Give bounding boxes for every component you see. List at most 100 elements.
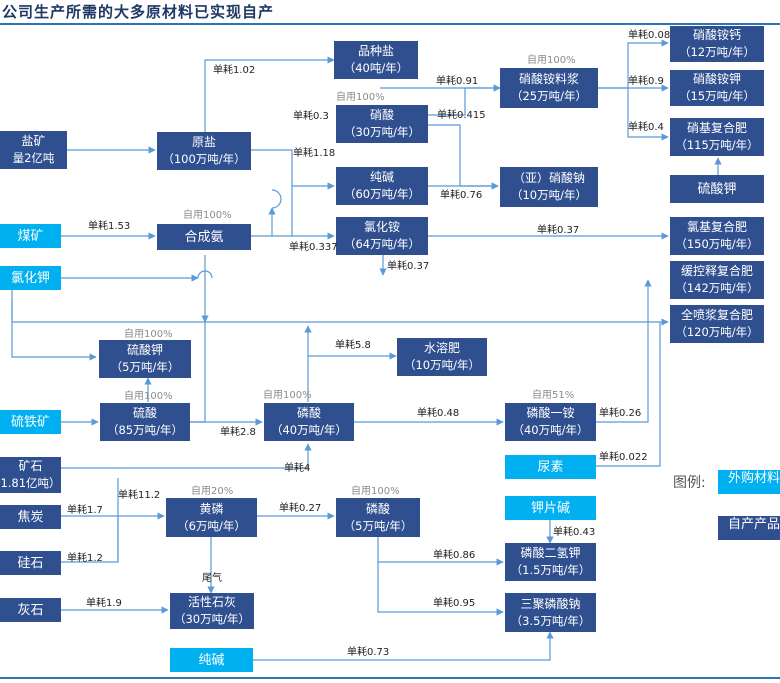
consumption-label: 单耗4 xyxy=(284,463,311,474)
self-use-label: 自用100% xyxy=(124,329,173,340)
node-urea-name: 尿素 xyxy=(537,459,564,475)
node-monoammonium-phosphate: 磷酸一铵 （40万吨/年） xyxy=(505,403,596,441)
node-calcium-ammonium-nitrate: 硝酸铵钙 （12万吨/年） xyxy=(670,26,764,62)
node-active-lime: 活性石灰 （30万吨/年） xyxy=(170,593,254,629)
node-active-lime-name: 活性石灰 xyxy=(187,595,236,609)
node-calcium-ammonium-nitrate-name: 硝酸铵钙 xyxy=(692,28,741,42)
node-silica-name: 硅石 xyxy=(17,555,44,571)
consumption-label: 单耗1.2 xyxy=(67,553,103,564)
consumption-label: 单耗0.37 xyxy=(387,261,430,272)
legend-self-made-label: 自产产品 xyxy=(728,517,780,532)
node-potassium-sulfate-purchased-name: 硫酸钾 xyxy=(697,181,737,197)
node-full-spray-fertilizer-name: 全喷浆复合肥 xyxy=(680,308,753,322)
node-salt-mine-reserve: 量2亿吨 xyxy=(12,151,55,165)
node-monoammonium-phosphate-name: 磷酸一铵 xyxy=(526,406,575,420)
legend-title: 图例: xyxy=(673,475,706,491)
node-full-spray-fertilizer-capacity: （120万吨/年） xyxy=(675,325,759,339)
node-ammonium-chloride-name: 氯化铵 xyxy=(363,220,400,234)
node-ammonium-nitrate-slurry-capacity: （25万吨/年） xyxy=(510,89,587,103)
node-phosphoric-acid-5: 磷酸 （5万吨/年） xyxy=(336,498,420,537)
node-silica: 硅石 xyxy=(0,551,61,575)
node-sodium-tripolyphosphate-name: 三聚磷酸钠 xyxy=(520,596,581,611)
node-sodium-nitrite-name: （亚）硝酸钠 xyxy=(512,171,585,185)
consumption-label: 单耗0.48 xyxy=(417,408,460,419)
node-brand-salt-capacity: （40吨/年） xyxy=(343,61,409,75)
consumption-label: 单耗0.37 xyxy=(537,225,580,236)
consumption-label: 单耗0.76 xyxy=(440,190,483,201)
node-salt-mine-name: 盐矿 xyxy=(21,134,46,148)
self-use-label: 自用100% xyxy=(124,391,173,402)
node-ammonium-potassium-nitrate: 硝酸铵钾 （15万吨/年） xyxy=(670,70,764,106)
node-pyrite: 硫铁矿 xyxy=(0,410,61,434)
consumption-label: 单耗1.53 xyxy=(88,221,131,232)
self-use-label: 自用100% xyxy=(527,55,576,66)
node-ammonium-potassium-nitrate-capacity: （15万吨/年） xyxy=(678,89,755,103)
node-soda-ash-purchased: 纯碱 xyxy=(170,648,253,672)
consumption-label: 单耗0.337 xyxy=(289,242,338,253)
node-synthetic-ammonia: 合成氨 xyxy=(157,224,251,250)
node-potassium-chloride: 氯化钾 xyxy=(0,266,61,290)
node-full-spray-fertilizer: 全喷浆复合肥 （120万吨/年） xyxy=(670,305,764,343)
node-phosphoric-acid-5-capacity: （5万吨/年） xyxy=(343,518,413,533)
node-phosphate-rock-name: 矿石 xyxy=(18,459,43,473)
consumption-label: 单耗1.02 xyxy=(213,65,256,76)
consumption-label: 单耗0.08 xyxy=(628,30,671,41)
node-soda-ash-capacity: （60万吨/年） xyxy=(343,187,420,201)
consumption-label: 单耗0.86 xyxy=(433,550,476,561)
node-monopotassium-phosphate-name: 磷酸二氢钾 xyxy=(520,546,581,560)
node-yellow-phosphorus: 黄磷 （6万吨/年） xyxy=(166,498,257,537)
legend-purchased: 外购材料 xyxy=(718,470,780,494)
node-salt-mine: 盐矿 量2亿吨 xyxy=(0,131,67,169)
node-raw-salt: 原盐 （100万吨/年） xyxy=(157,132,251,170)
node-brand-salt-name: 品种盐 xyxy=(357,44,394,58)
node-sodium-nitrite-capacity: （10万吨/年） xyxy=(510,188,587,202)
node-water-soluble-fertilizer-capacity: （10万吨/年） xyxy=(403,358,480,372)
node-monoammonium-phosphate-capacity: （40万吨/年） xyxy=(512,423,589,437)
consumption-label: 单耗1.18 xyxy=(293,148,336,159)
node-potassium-hydroxide-name: 钾片碱 xyxy=(530,500,570,516)
page-title: 公司生产所需的大多原材料已实现自产 xyxy=(2,3,275,21)
node-ammonium-nitrate-slurry-name: 硝酸铵料浆 xyxy=(518,72,579,86)
consumption-label: 单耗5.8 xyxy=(335,340,371,351)
node-ammonium-potassium-nitrate-name: 硝酸铵钾 xyxy=(692,72,741,86)
node-potassium-sulfate-name: 硫酸钾 xyxy=(126,343,163,357)
node-nitric-acid-capacity: （30万吨/年） xyxy=(343,125,420,139)
node-water-soluble-fertilizer: 水溶肥 （10万吨/年） xyxy=(397,338,487,376)
consumption-label: 单耗11.2 xyxy=(118,490,161,501)
node-potassium-hydroxide: 钾片碱 xyxy=(505,496,596,520)
node-potassium-sulfate-purchased: 硫酸钾 xyxy=(670,175,764,203)
consumption-label: 单耗0.022 xyxy=(599,452,648,463)
consumption-label: 单耗1.7 xyxy=(67,505,103,516)
consumption-label: 单耗0.43 xyxy=(553,527,596,538)
node-potassium-sulfate-capacity: （5万吨/年） xyxy=(110,360,180,374)
self-use-label: 自用100% xyxy=(336,92,385,103)
node-yellow-phosphorus-capacity: （6万吨/年） xyxy=(177,518,246,533)
consumption-label: 单耗0.95 xyxy=(433,598,476,609)
node-ammonium-chloride-capacity: （64万吨/年） xyxy=(343,237,420,251)
node-synthetic-ammonia-name: 合成氨 xyxy=(184,229,224,245)
node-phosphoric-acid-5-name: 磷酸 xyxy=(365,501,390,516)
node-potassium-sulfate: 硫酸钾 （5万吨/年） xyxy=(99,340,191,378)
node-ammonium-nitrate-slurry: 硝酸铵料浆 （25万吨/年） xyxy=(500,68,598,108)
node-pyrite-name: 硫铁矿 xyxy=(10,414,50,430)
node-nitro-compound-fertilizer-capacity: （115万吨/年） xyxy=(675,138,759,152)
node-sulfuric-acid: 硫酸 （85万吨/年） xyxy=(100,403,190,441)
node-phosphoric-acid-40-name: 磷酸 xyxy=(296,406,321,420)
node-active-lime-capacity: （30万吨/年） xyxy=(173,612,250,626)
node-chloro-compound-fertilizer: 氯基复合肥 （150万吨/年） xyxy=(670,217,764,255)
node-coal-mine-name: 煤矿 xyxy=(17,228,44,244)
bottom-divider xyxy=(0,677,780,679)
node-sodium-nitrite: （亚）硝酸钠 （10万吨/年） xyxy=(500,167,598,207)
node-phosphate-rock-reserve: 1.81亿吨） xyxy=(0,476,61,490)
node-brand-salt: 品种盐 （40吨/年） xyxy=(334,41,418,79)
node-sulfuric-acid-capacity: （85万吨/年） xyxy=(106,423,183,437)
legend-purchased-label: 外购材料 xyxy=(728,471,780,486)
node-monopotassium-phosphate-capacity: （1.5万吨/年） xyxy=(510,563,591,577)
node-chloro-compound-fertilizer-capacity: （150万吨/年） xyxy=(675,237,759,251)
consumption-label: 单耗0.4 xyxy=(628,122,664,133)
node-urea: 尿素 xyxy=(505,455,596,479)
node-phosphoric-acid-40: 磷酸 （40万吨/年） xyxy=(264,403,354,441)
node-yellow-phosphorus-name: 黄磷 xyxy=(199,501,224,516)
node-phosphoric-acid-40-capacity: （40万吨/年） xyxy=(270,423,347,437)
node-raw-salt-name: 原盐 xyxy=(191,135,216,149)
